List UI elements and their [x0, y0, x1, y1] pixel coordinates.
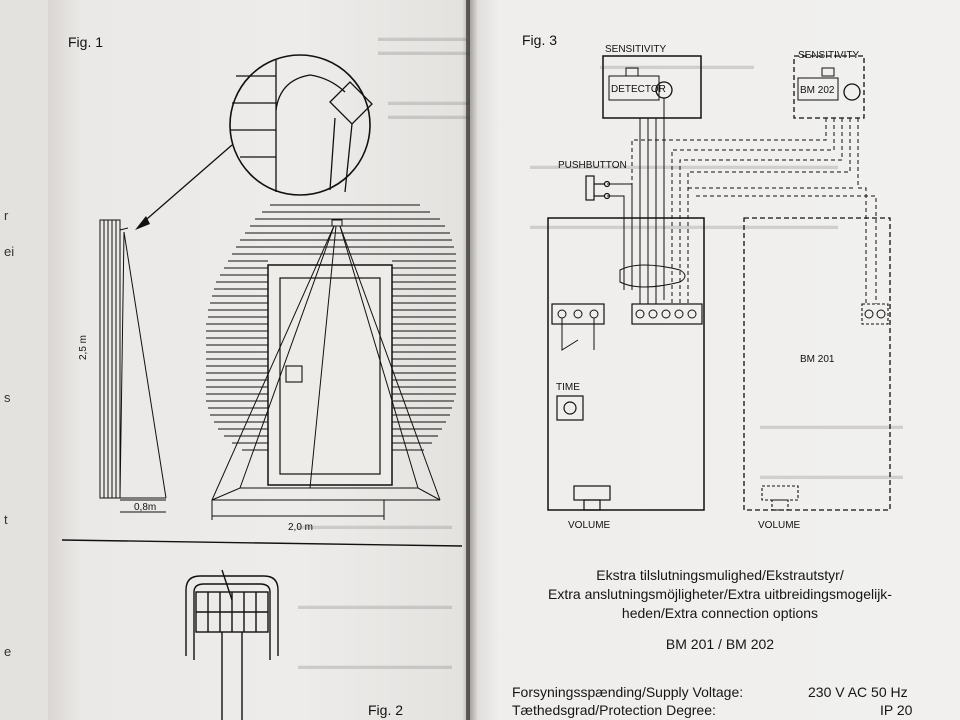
dim-height-label: 2,5 m — [78, 335, 89, 360]
dim-depth-label: 0,8m — [134, 502, 156, 513]
spec-supply-label: Forsyningsspænding/Supply Voltage: — [512, 684, 744, 700]
sensitivity-label: SENSITIVITY — [605, 44, 666, 55]
bm201-label: BM 201 — [800, 354, 835, 365]
spec-protection-value: IP 20 — [880, 702, 913, 718]
edge-text: s — [4, 390, 11, 405]
spec-protection-label: Tæthedsgrad/Protection Degree: — [512, 702, 716, 718]
sensitivity-label-bm202: SENSITIVITY — [798, 50, 859, 61]
edge-text: ei — [4, 244, 15, 259]
left-page: ▬▬▬▬▬▬▬▬ ▬▬▬▬▬▬▬▬▬▬ ▬▬▬▬▬▬▬▬▬ ▬▬▬▬▬▬▬▬▬▬… — [48, 0, 509, 720]
volume-label-bm201: VOLUME — [758, 520, 801, 531]
edge-text: e — [4, 644, 12, 659]
edge-text: r — [4, 208, 9, 223]
spec-supply-value: 230 V AC 50 Hz — [808, 684, 908, 700]
caption: Ekstra tilslutningsmulighed/Ekstrautstyr… — [500, 566, 940, 654]
time-label: TIME — [556, 382, 580, 393]
bm202-label: BM 202 — [800, 85, 835, 96]
caption-models: BM 201 / BM 202 — [665, 636, 775, 652]
right-page: ▬▬▬▬▬▬▬▬▬▬▬▬▬▬ ▬▬▬▬▬▬▬▬▬▬▬▬▬▬▬▬▬▬▬▬▬▬▬▬▬… — [470, 0, 960, 720]
fig1-label: Fig. 1 — [68, 34, 104, 50]
volume-label: VOLUME — [568, 520, 611, 531]
caption-line: Ekstra tilslutningsmulighed/Ekstrautstyr… — [596, 567, 844, 583]
fig3-label: Fig. 3 — [522, 32, 558, 48]
caption-line: heden/Extra connection options — [621, 605, 819, 621]
dim-width-label: 2,0 m — [288, 522, 313, 533]
detector-label: DETECTOR — [611, 84, 666, 95]
fig2-label: Fig. 2 — [368, 702, 404, 718]
pushbutton-label: PUSHBUTTON — [558, 160, 627, 171]
caption-line: Extra anslutningsmöjligheter/Extra uitbr… — [548, 586, 892, 602]
fig1-drawing: 2,5 m 0,8m — [61, 54, 463, 720]
edge-text: t — [4, 512, 8, 527]
book-gutter — [462, 0, 478, 720]
